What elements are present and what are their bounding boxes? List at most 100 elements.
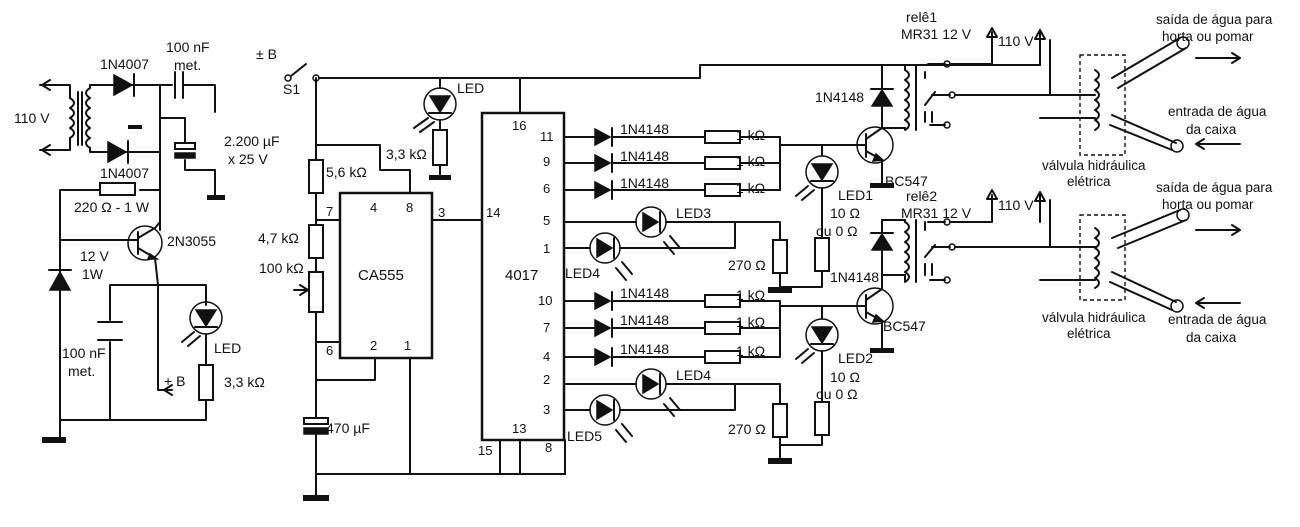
timer-led-resistor — [432, 129, 448, 166]
led-resistor-270-bottom — [772, 403, 788, 438]
pin-2: 2 — [370, 338, 377, 353]
res-10-label: 1 kΩ — [736, 287, 765, 303]
res-alt-ch1-label: ou 0 Ω — [816, 223, 858, 239]
rectifier-diode-bottom — [107, 140, 129, 164]
res-alt-ch2-label: ou 0 Ω — [816, 386, 858, 402]
potentiometer-100k[interactable] — [308, 271, 324, 313]
ground-symbol — [870, 183, 894, 188]
pin-7: 7 — [326, 204, 333, 219]
res-10-ch2-label: 10 Ω — [830, 369, 860, 385]
cap-100nf-type-label: met. — [174, 57, 201, 73]
timer-section: ± B S1 LED 3,3 kΩ 5,6 kΩ 4,7 kΩ 100 kΩ — [256, 46, 1041, 501]
timer-led — [413, 87, 457, 133]
diode-row-9 — [563, 153, 781, 173]
ground-symbol — [303, 495, 329, 501]
transistor-bc547-1-label: BC547 — [885, 173, 928, 189]
switch-s1-label: S1 — [283, 81, 300, 97]
out-pin-1: 1 — [543, 241, 550, 256]
ground-symbol — [768, 287, 792, 293]
led4-top-label: LED4 — [565, 265, 600, 281]
led1 — [795, 155, 839, 201]
in-1-label-line1: entrada de água — [1168, 104, 1267, 119]
relay-2 — [904, 218, 956, 284]
transistor-2n3055-label: 2N3055 — [167, 233, 216, 249]
pipe-out-1 — [1111, 36, 1241, 89]
led1-label: LED1 — [838, 187, 873, 203]
diode-4-label: 1N4148 — [620, 341, 669, 357]
pin-13: 13 — [512, 421, 526, 436]
ca555-chip — [338, 191, 434, 360]
resistor-4k7-label: 4,7 kΩ — [258, 230, 299, 246]
ca555-label: CA555 — [358, 267, 404, 284]
supply-led-label: LED — [214, 340, 241, 356]
pipe-in-2 — [1109, 271, 1241, 313]
res-9-label: 1 kΩ — [736, 153, 765, 169]
clamp-diode-1 — [870, 88, 894, 125]
led3-label: LED3 — [676, 205, 711, 221]
out-pin-2: 2 — [543, 372, 550, 387]
4017-chip — [480, 111, 566, 442]
switch-s1[interactable] — [284, 63, 320, 82]
valve-1-label-line1: válvula hidráulica — [1042, 158, 1146, 173]
supply-110v-ch2-label: 110 V — [998, 197, 1034, 213]
out-pin-11: 11 — [540, 129, 554, 144]
pin-1: 1 — [404, 338, 411, 353]
ground-symbol — [768, 458, 792, 464]
diode-11-label: 1N4148 — [620, 121, 669, 137]
valve-1-enclosure — [1079, 54, 1126, 156]
out-pin-3: 3 — [543, 402, 550, 417]
ground-symbol — [870, 348, 894, 353]
resistor-220-label: 220 Ω - 1 W — [74, 199, 150, 215]
relay-1-label: relê1 — [906, 9, 937, 25]
ground-symbol — [207, 195, 225, 200]
zener-power-label: 1W — [82, 266, 104, 282]
valve-2-label-line2: elétrica — [1067, 326, 1111, 341]
out-cap-type-label: met. — [68, 363, 95, 379]
diode-top-label: 1N4007 — [100, 56, 149, 72]
diode-row-4 — [563, 347, 781, 367]
diode-10-label: 1N4148 — [620, 285, 669, 301]
timer-led-resistor-label: 3,3 kΩ — [386, 146, 427, 162]
resistor-4k7 — [308, 224, 324, 259]
res-10-ch1-label: 10 Ω — [830, 205, 860, 221]
mains-voltage-label: 110 V — [14, 110, 50, 126]
rectifier-diode-top — [113, 73, 135, 97]
pipe-in-1 — [1109, 114, 1241, 153]
out-1-label-line2: horta ou pomar — [1162, 29, 1254, 44]
cap-100nf-label: 100 nF — [166, 39, 210, 55]
clamp-diode-2-label: 1N4148 — [830, 269, 879, 285]
relay-1 — [904, 60, 956, 131]
pin-6: 6 — [326, 343, 333, 358]
timing-cap-label: 470 µF — [326, 420, 370, 436]
filter-cap-voltage-label: x 25 V — [228, 151, 268, 167]
out-pin-7: 7 — [543, 320, 550, 335]
resistor-5k6-label: 5,6 kΩ — [326, 164, 367, 180]
pin-3: 3 — [438, 205, 445, 220]
channel-2-section: 1N4148 relê2 MR31 12 V 110 V BC547 — [779, 180, 1273, 446]
pin-4: 4 — [370, 200, 377, 215]
ground-symbol — [42, 437, 66, 443]
in-2-label-line2: da caixa — [1186, 330, 1237, 345]
power-supply-section: 110 V 1N4007 1N4007 100 nF met. 2.200 µF… — [14, 39, 280, 443]
in-1-label-line2: da caixa — [1186, 122, 1237, 137]
led-resistor-270-top-label: 270 Ω — [728, 257, 766, 273]
res-7-label: 1 kΩ — [736, 314, 765, 330]
transformer — [39, 79, 161, 156]
out-cap-label: 100 nF — [62, 345, 106, 361]
led4-bottom-label: LED4 — [676, 367, 711, 383]
led-resistor-3k3 — [198, 364, 214, 401]
out-pin-4: 4 — [543, 349, 550, 364]
diode-row-7 — [563, 318, 781, 338]
led2-label: LED2 — [838, 350, 873, 366]
pin-15: 15 — [478, 443, 492, 458]
pin-8b: 8 — [545, 440, 552, 455]
out-pin-9: 9 — [543, 154, 550, 169]
4017-label: 4017 — [505, 267, 538, 284]
supply-110v-ch1-label: 110 V — [998, 33, 1034, 49]
counter-section: 4017 14 16 15 13 8 11 9 6 5 1 10 7 4 2 3… — [478, 77, 859, 475]
resistor-220 — [99, 182, 136, 196]
out-1-label-line1: saída de água para — [1156, 12, 1273, 27]
valve-1-label-line2: elétrica — [1067, 174, 1111, 189]
transistor-bc547-2-label: BC547 — [883, 318, 926, 334]
resistor-5k6 — [308, 159, 324, 194]
